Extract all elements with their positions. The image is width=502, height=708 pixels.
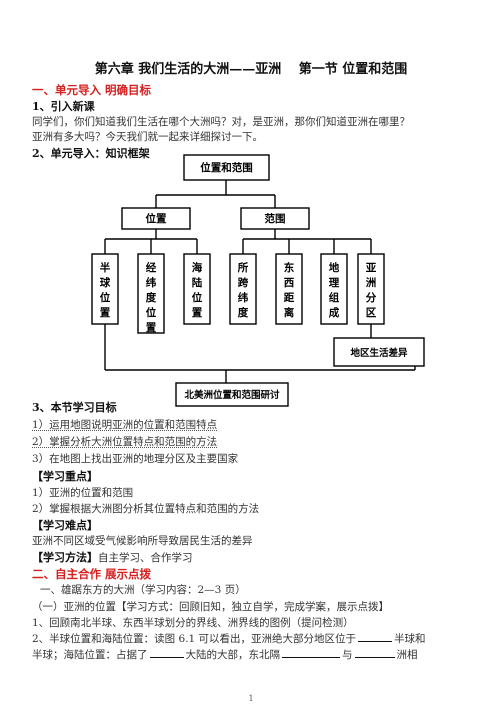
- knowledge-framework-diagram: 位置和范围 位置 范围 地区生活差异 北美洲位置和范围研讨 半球位置经纬度位置海…: [91, 154, 425, 407]
- asia-position-line: （一）亚洲的位置【学习方式：回顾旧知，独立自学，完成学案，展示点拨】: [32, 601, 389, 613]
- review-line: 1、回顾南北半球、东西半球划分的界线、洲界线的图例（提问检测）: [32, 617, 354, 629]
- leaf-box-ewdistance: [275, 253, 303, 325]
- leaf-char: 位: [192, 291, 203, 304]
- leaf-char: 东: [284, 261, 295, 274]
- leaf-box-landsea: [183, 253, 211, 325]
- method-label: 【学习方法】: [32, 551, 98, 564]
- leaf-char: 成: [329, 306, 340, 319]
- leaf-char: 海: [192, 261, 203, 274]
- leaf-char: 洲: [366, 277, 377, 289]
- section-heading-intro: 一、单元导入 明确目标: [32, 83, 152, 97]
- leaf-char: 球: [100, 276, 111, 289]
- root-box: [183, 154, 270, 181]
- subheading-framework: 2、单元导入：知识框架: [32, 147, 150, 160]
- leaf-char: 所: [238, 261, 249, 274]
- leaf-char: 纬: [146, 276, 157, 289]
- method-line: 【学习方法】自主学习、合作学习: [32, 549, 193, 565]
- leaf-char: 组: [329, 291, 340, 304]
- leaf-box-composition: [320, 253, 348, 325]
- intro-line-2: 亚洲有多大吗？今天我们就一起来详细探讨一下。: [32, 131, 263, 143]
- leaf-char: 距: [284, 292, 295, 304]
- leaf-char: 地: [329, 261, 340, 274]
- regional-diff-box: [333, 337, 425, 367]
- position-box: [121, 207, 191, 230]
- leaf-char: 置: [100, 307, 111, 319]
- leaf-char: 度: [238, 306, 249, 319]
- blank-2[interactable]: [149, 647, 184, 658]
- focus-label: 【学习重点】: [32, 470, 98, 483]
- leaf-char: 陆: [192, 276, 203, 289]
- leaf-char: 置: [192, 307, 203, 319]
- goal-1: 1）运用地图说明亚洲的位置和范围特点: [32, 419, 218, 431]
- intro-line-1: 同学们，你们知道我们生活在哪个大洲吗？对，是亚洲，那你们知道亚洲在哪里？: [32, 116, 410, 128]
- leaf-char: 置: [146, 322, 157, 334]
- blank-1[interactable]: [358, 631, 393, 642]
- focus-2: 2）掌握根据大洲图分析其位置特点和范围的方法: [32, 503, 260, 515]
- goal-2: 2）掌握分析大洲位置特点和范围的方法: [32, 436, 218, 448]
- leaf-char: 区: [366, 307, 377, 319]
- leaf-char: 纬: [238, 291, 249, 304]
- subsection-east-continent: 一、雄踞东方的大洲（学习内容：2—3 页）: [40, 584, 246, 596]
- difficulty-text: 亚洲不同区域受气候影响所导致居民生活的差异: [32, 535, 253, 547]
- north-america-box: [175, 382, 289, 407]
- north-america-label: 北美洲位置和范围研讨: [184, 389, 280, 401]
- range-label: 范围: [265, 212, 286, 225]
- page-number: 1: [248, 694, 254, 703]
- page-title: 第六章 我们生活的大洲——亚洲 第一节 位置和范围: [94, 62, 408, 77]
- goal-3: 3）在地图上找出亚洲的地理分区及主要国家: [32, 453, 239, 465]
- method-text: 自主学习、合作学习: [98, 552, 193, 564]
- leaf-box-latspan: [229, 253, 257, 325]
- leaf-box-hemisphere: [91, 253, 119, 325]
- section-heading-self-study: 二、自主合作 展示点拨: [32, 567, 152, 581]
- difficulty-label: 【学习难点】: [32, 519, 98, 532]
- hemisphere-question: 2、半球位置和海陆位置：读图 6.1 可以看出，亚洲绝大部分地区位于半球和: [32, 631, 426, 645]
- leaf-box-latlon: [137, 253, 165, 334]
- leaf-char: 亚: [366, 262, 377, 274]
- subheading-new-lesson: 1、引入新课: [32, 100, 95, 113]
- leaf-char: 经: [146, 261, 157, 274]
- leaf-box-regions: [357, 253, 385, 325]
- leaf-char: 离: [284, 306, 295, 319]
- leaf-char: 位: [146, 306, 157, 319]
- root-label: 位置和范围: [200, 161, 253, 174]
- leaf-char: 跨: [238, 276, 249, 289]
- subheading-goals: 3、本节学习目标: [32, 401, 117, 414]
- blank-3[interactable]: [282, 647, 340, 658]
- blank-4[interactable]: [354, 647, 395, 658]
- leaf-char: 半: [100, 261, 111, 274]
- leaf-char: 位: [100, 291, 111, 304]
- landsea-question: 半球；海陆位置：占据了大陆的大部，东北隔与洲相: [32, 647, 418, 661]
- leaf-char: 理: [329, 277, 340, 289]
- position-label: 位置: [146, 212, 167, 225]
- leaf-char: 西: [284, 277, 295, 289]
- range-box: [240, 207, 310, 230]
- leaf-char: 分: [366, 291, 377, 304]
- focus-1: 1）亚洲的位置和范围: [32, 487, 134, 499]
- regional-diff-label: 地区生活差异: [350, 347, 408, 359]
- leaf-char: 度: [146, 291, 157, 304]
